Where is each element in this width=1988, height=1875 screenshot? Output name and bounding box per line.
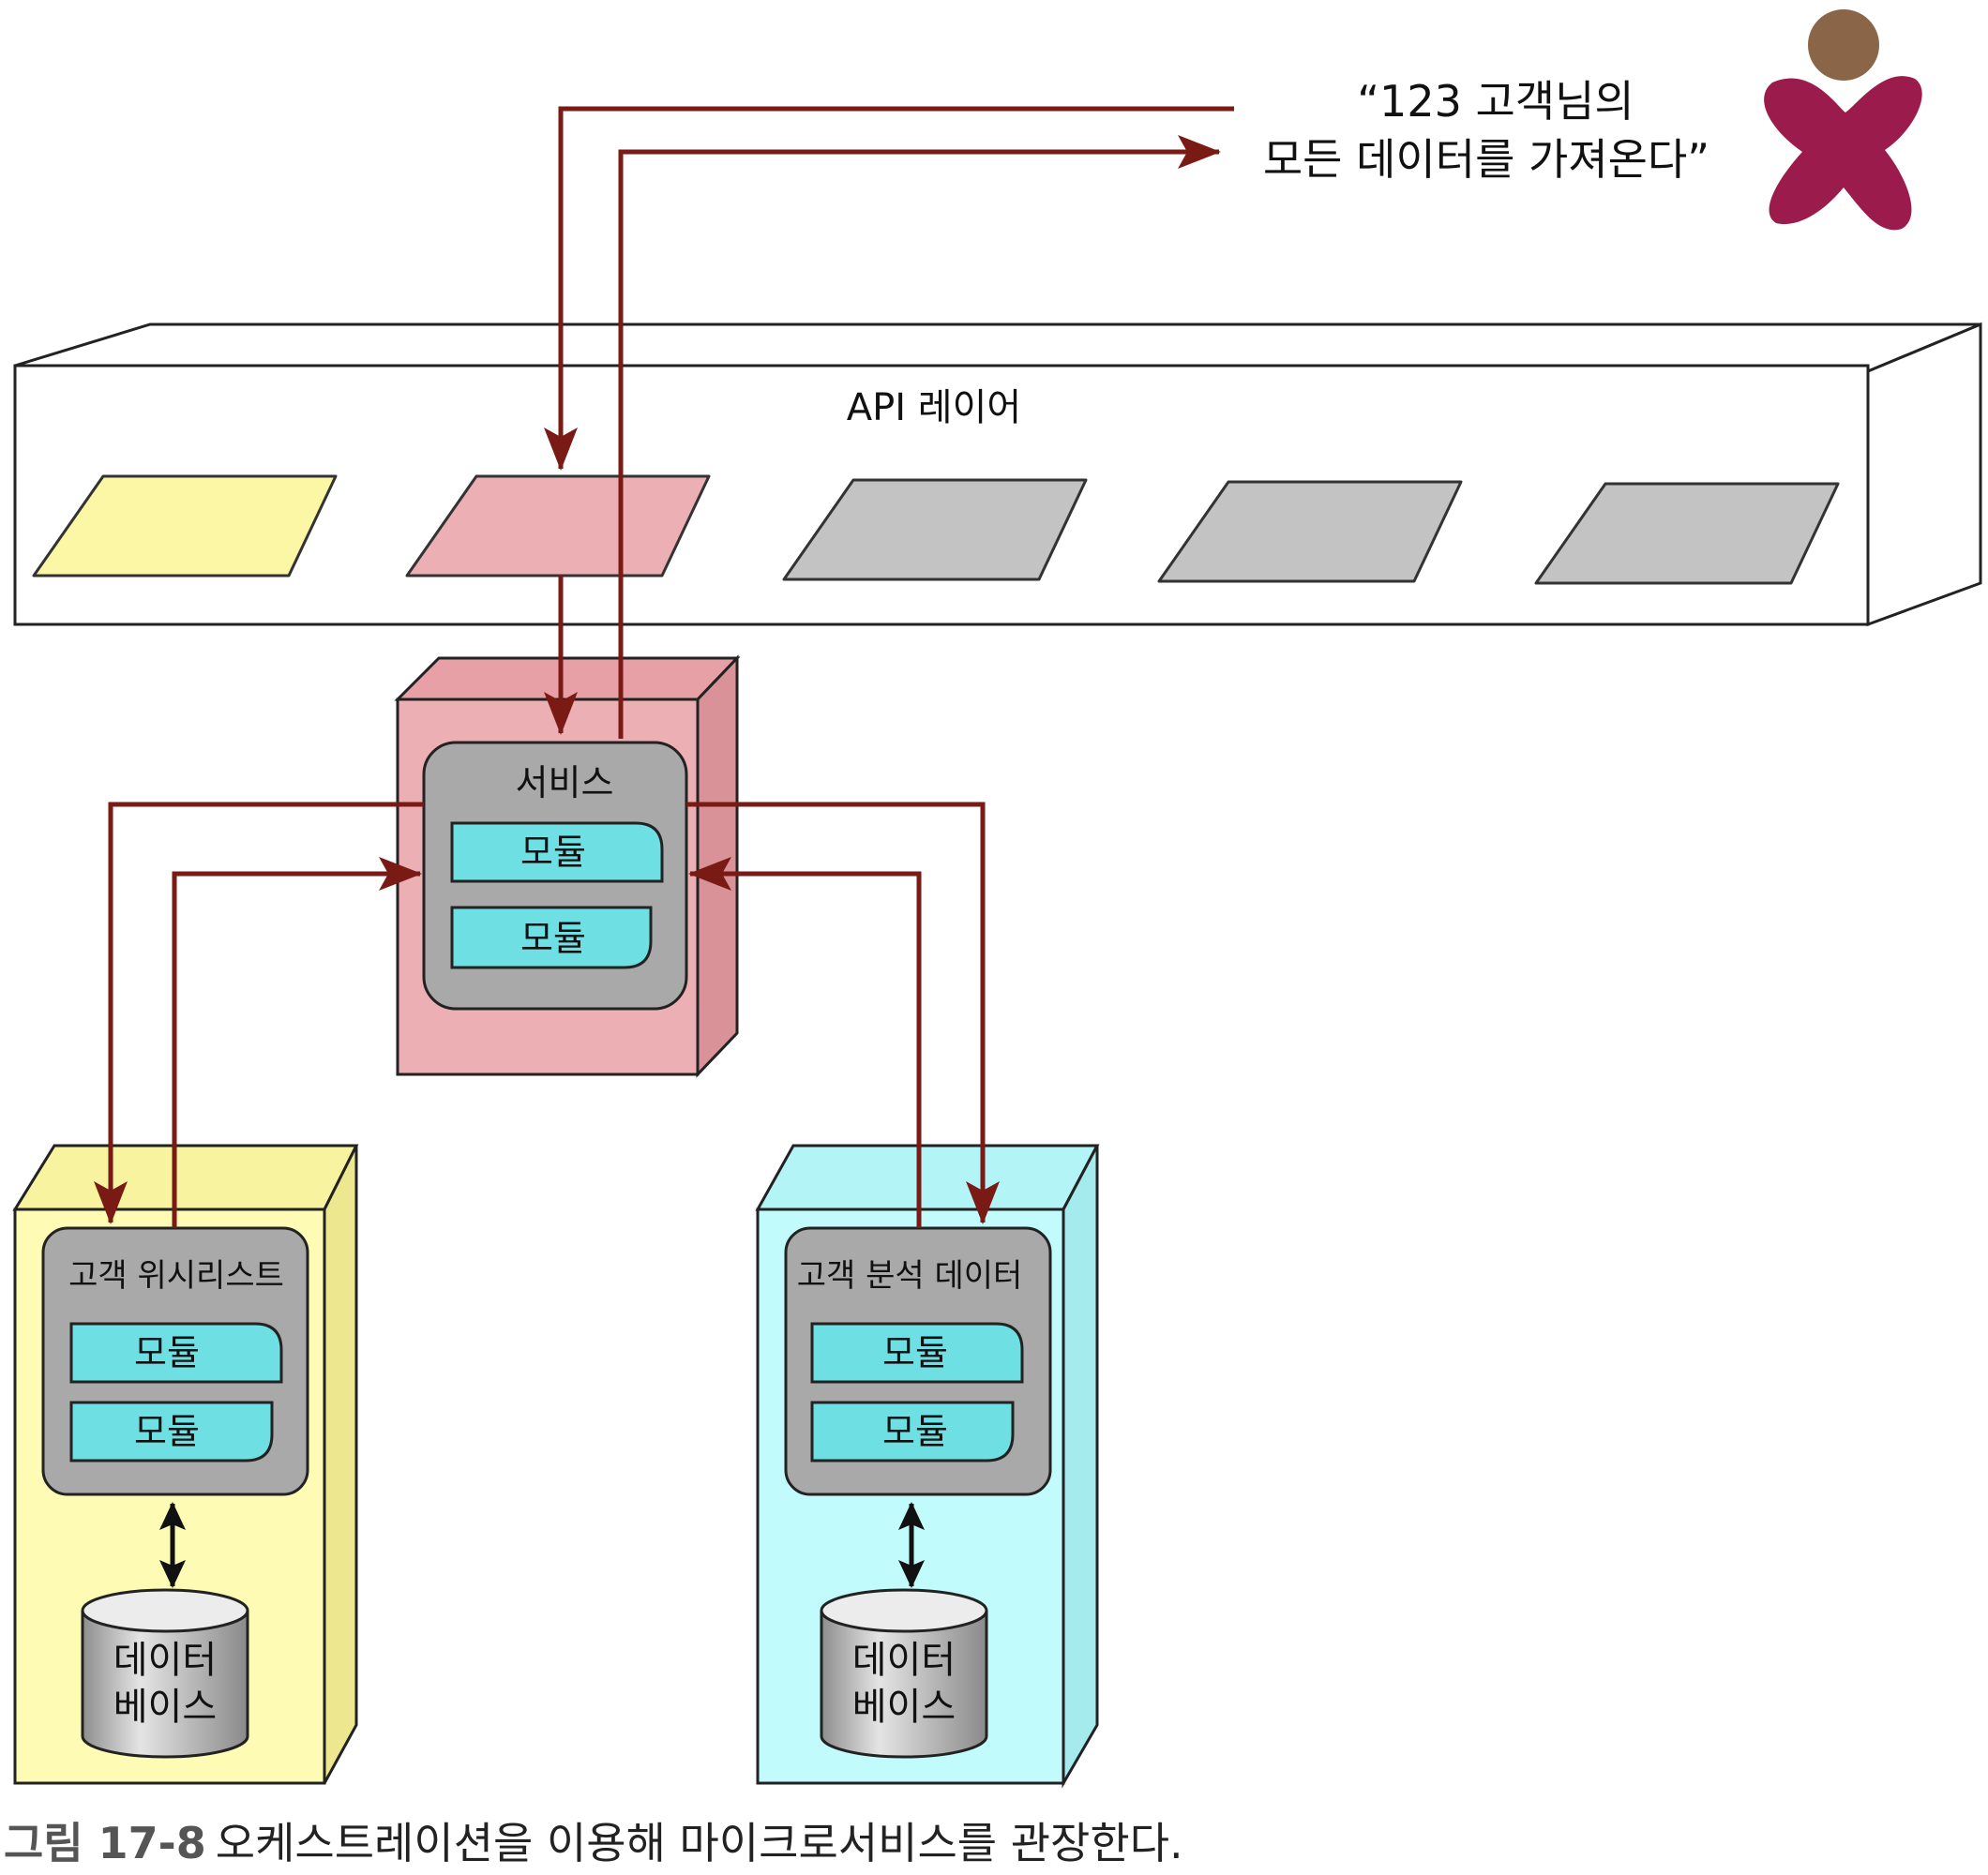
wishlist-box: 고객 위시리스트 모듈 모듈 데이터 베이스 [12, 1144, 359, 1785]
service-module-2-label: 모듈 [520, 918, 586, 959]
analytics-box: 고객 분석 데이터 모듈 모듈 데이터 베이스 [755, 1144, 1100, 1789]
orchestration-arrows [94, 106, 1234, 1228]
customer-icon [1764, 9, 1922, 231]
arrow-request-to-api [544, 106, 1234, 471]
arrow-service-to-wishlist [94, 802, 424, 1224]
api-slot-3 [782, 478, 1088, 581]
analytics-db-label-line2: 베이스 [852, 1686, 956, 1729]
arrow-analytics-to-service [688, 857, 922, 1228]
service-box: 서비스 모듈 모듈 [394, 654, 741, 1078]
figure-caption-text: 오케스트레이션을 이용해 마이크로서비스를 관장한다. [215, 1818, 1183, 1868]
analytics-module-2 [810, 1401, 1015, 1462]
arrow-wishlist-to-service [172, 857, 422, 1228]
api-slots [32, 474, 1840, 585]
api-slot-2 [405, 474, 711, 578]
database-icon [81, 1588, 249, 1759]
service-module-1-label: 모듈 [520, 832, 586, 873]
wishlist-label: 고객 위시리스트 [68, 1257, 284, 1295]
wishlist-module-1 [69, 1322, 283, 1384]
wishlist-module-2-label: 모듈 [134, 1411, 200, 1452]
analytics-db-label-line1: 데이터 [852, 1639, 956, 1682]
request-quote-line1: “123 고객님의 [1357, 76, 1634, 127]
service-module-1 [450, 821, 664, 883]
arrow-response-to-customer [618, 135, 1221, 739]
wishlist-module-2 [69, 1401, 274, 1462]
analytics-label: 고객 분석 데이터 [797, 1257, 1023, 1295]
wishlist-db-label-line2: 베이스 [113, 1686, 217, 1729]
api-layer-label: API 레이어 [847, 386, 1021, 429]
api-slot-1 [32, 474, 338, 578]
arrow-service-to-analytics [686, 802, 1000, 1224]
request-quote-line2: 모든 데이터를 가져온다” [1263, 134, 1709, 185]
analytics-module-1 [810, 1322, 1024, 1384]
api-slot-4 [1157, 480, 1463, 583]
service-module-2 [450, 906, 653, 969]
wishlist-db-label-line1: 데이터 [113, 1639, 217, 1682]
api-slot-5 [1534, 482, 1840, 585]
analytics-module-1-label: 모듈 [882, 1332, 948, 1373]
figure-number: 그림 17-8 [4, 1818, 206, 1868]
wishlist-module-1-label: 모듈 [134, 1332, 200, 1373]
database-icon [820, 1588, 988, 1759]
analytics-module-2-label: 모듈 [882, 1411, 948, 1452]
service-label: 서비스 [516, 762, 614, 803]
